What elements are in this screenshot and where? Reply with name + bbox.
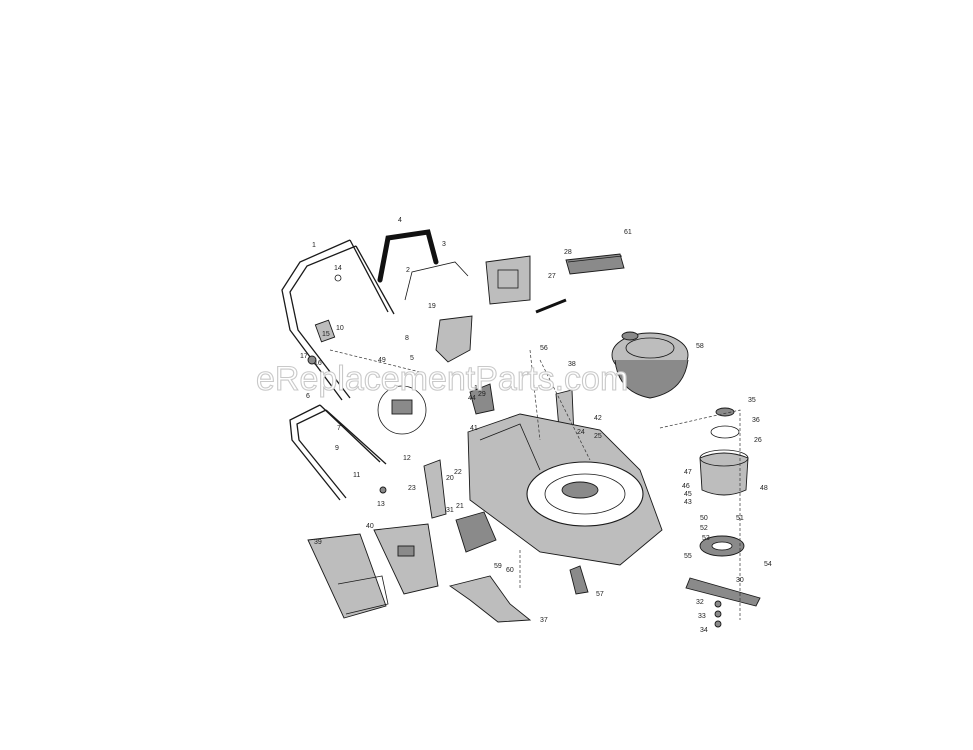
callout: 57: [596, 591, 604, 598]
callout: 4: [398, 217, 402, 224]
callout: 56: [540, 345, 548, 352]
callout: 8: [405, 335, 409, 342]
axle-rod: [535, 298, 567, 314]
lower-handle: [289, 404, 387, 501]
watermark: eReplacementParts.com: [256, 360, 628, 398]
callout: 33: [698, 613, 706, 620]
callout: 19: [428, 303, 436, 310]
callout: 49: [378, 357, 386, 364]
callout: 48: [760, 485, 768, 492]
callout: 7: [337, 425, 341, 432]
callout: 5: [410, 355, 414, 362]
leader-lines: [329, 349, 591, 590]
callout: 61: [624, 229, 632, 236]
callout: 36: [752, 417, 760, 424]
callout: 60: [506, 567, 514, 574]
callout: 34: [700, 627, 708, 634]
callout: 20: [446, 475, 454, 482]
callout: 31: [446, 507, 454, 514]
callout: 24: [577, 429, 585, 436]
rear-door: [569, 565, 589, 595]
handle-knob: [307, 355, 317, 365]
cable-bracket: [314, 274, 342, 343]
height-adjuster: [423, 459, 447, 519]
callout: 2: [406, 267, 410, 274]
callout: 51: [736, 515, 744, 522]
callout: 45: [684, 491, 692, 498]
rear-deflector: [435, 315, 473, 363]
blade-bolt: [714, 600, 722, 628]
callout: 10: [336, 325, 344, 332]
callout: 17: [300, 353, 308, 360]
callout: 42: [594, 415, 602, 422]
top-bracket: [565, 253, 625, 275]
callout: 39: [314, 539, 322, 546]
callout: 15: [322, 331, 330, 338]
callout: 3: [442, 241, 446, 248]
callout: 35: [748, 397, 756, 404]
starter-switch: [377, 385, 427, 435]
callout: 59: [494, 563, 502, 570]
callout: 55: [684, 553, 692, 560]
callout: 18: [474, 385, 482, 392]
mower-deck: [467, 413, 663, 566]
callout: 40: [366, 523, 374, 530]
control-bar: [377, 229, 439, 283]
callout: 28: [564, 249, 572, 256]
callout: 11: [353, 472, 360, 479]
callout: 54: [764, 561, 772, 568]
upper-handle: [281, 239, 395, 401]
rear-plate: [485, 255, 531, 305]
callout: 22: [454, 469, 462, 476]
callout: 43: [684, 499, 692, 506]
callout: 14: [334, 265, 342, 272]
callout: 47: [684, 469, 692, 476]
callout: 9: [335, 445, 339, 452]
callout: 6: [306, 393, 310, 400]
grass-bag: [307, 533, 389, 619]
control-cable: [404, 261, 469, 301]
engine: [611, 331, 689, 399]
blade-drive: [659, 407, 761, 620]
callout: 23: [408, 485, 416, 492]
spring: [379, 486, 387, 494]
callout: 37: [540, 617, 548, 624]
callout: 30: [736, 577, 744, 584]
callout: 26: [754, 437, 762, 444]
callout: 1: [312, 242, 316, 249]
side-bracket-left: [469, 383, 495, 415]
callout: 29: [478, 391, 486, 398]
callout: 53: [702, 535, 710, 542]
callout: 32: [696, 599, 704, 606]
callouts: 1 2 3 4 5 6 7 8 9 10 11 12 13 14 15 16 1…: [300, 217, 772, 634]
callout: 25: [594, 433, 602, 440]
callout: 13: [377, 501, 385, 508]
callout: 41: [470, 425, 478, 432]
callout: 27: [548, 273, 556, 280]
callout: 38: [568, 361, 576, 368]
callout: 50: [700, 515, 708, 522]
bag-cover: [373, 523, 439, 595]
callout: 52: [700, 525, 708, 532]
callout: 12: [403, 455, 411, 462]
callout: 46: [682, 483, 690, 490]
callout: 21: [456, 503, 464, 510]
discharge-chute: [455, 511, 497, 553]
callout: 16: [314, 360, 322, 367]
callout: 44: [468, 395, 476, 402]
callout: 58: [696, 343, 704, 350]
mulch-plug: [448, 575, 532, 623]
